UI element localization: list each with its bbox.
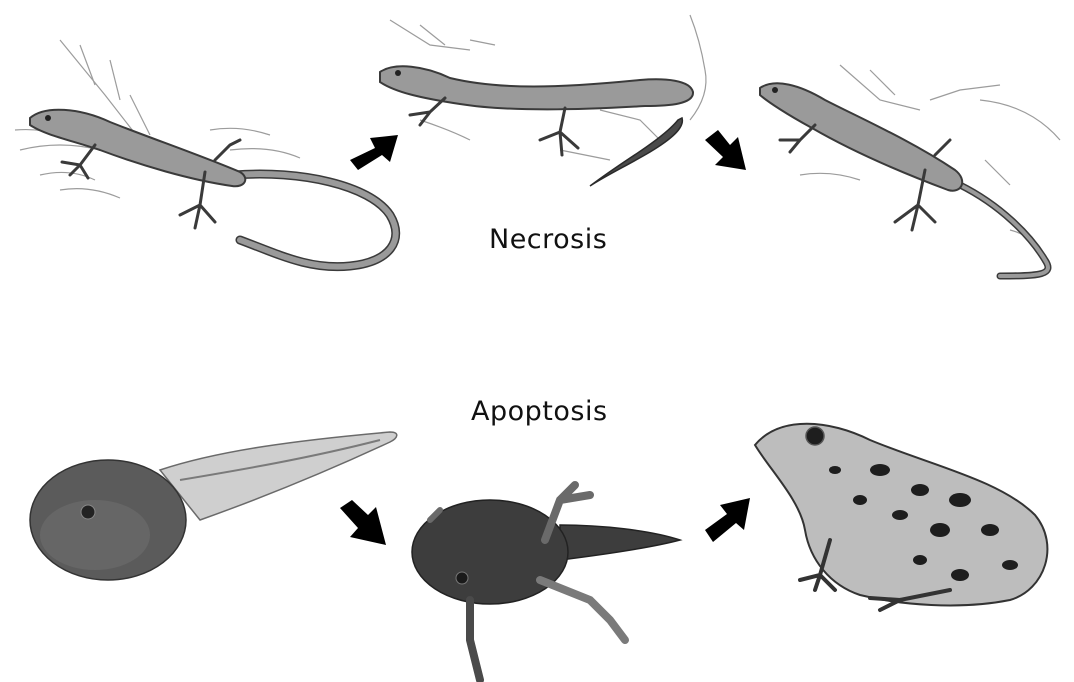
froglet-front-leg [470,600,480,680]
adult-frog [755,424,1047,610]
arrow-down-right-1 [705,130,746,170]
tadpole-eye [81,505,95,519]
lizard-with-tail [15,40,396,267]
lizard-tail [235,174,396,267]
apoptosis-label: Apoptosis [471,396,608,427]
arrow-down-right-2 [340,500,386,545]
froglet-eye [456,572,468,584]
necrosis-label: Necrosis [489,224,607,255]
lizard-tail-detached [380,15,706,186]
froglet-tail [560,525,680,560]
lizard-2-body [380,66,693,109]
tadpole [30,432,397,580]
lizard-eye [45,115,51,121]
lizard-body [30,110,245,187]
lizard-2-eye [395,70,401,76]
froglet-hind-leg [540,580,625,640]
lizard-3-tail [960,185,1048,276]
frog-eye [806,427,824,445]
arrow-right-1 [350,135,398,170]
lizard-regenerated [760,65,1060,276]
arrow-up-right-1 [705,498,750,542]
lizard-3-eye [772,87,778,93]
detached-tail [590,118,682,186]
froglet [412,485,680,680]
